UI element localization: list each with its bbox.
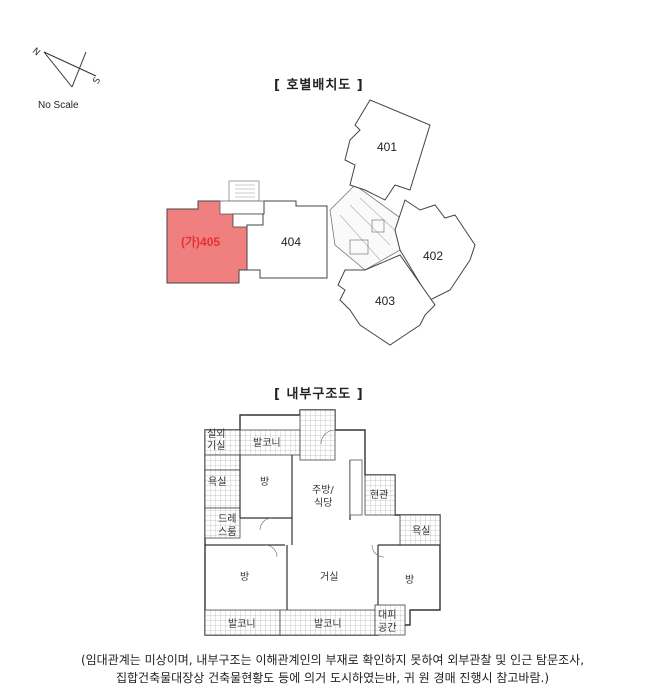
unit-403-label: 403: [375, 294, 395, 308]
room-entrance: 현관: [370, 489, 388, 501]
floor-plan-diagram: 실외 기실 발코니 욕실 방 주방/ 식당 현관 드레 스룸 욕실 방 거실 방…: [204, 409, 441, 636]
unit-405-label: (가)405: [181, 234, 220, 249]
unit-404-label: 404: [281, 235, 301, 249]
room-balcony-bottom-left: 발코니: [228, 618, 256, 630]
north-label: N: [30, 46, 42, 58]
unit-403-shape[interactable]: [337, 254, 436, 346]
room-outdoor-unit: 실외: [207, 428, 225, 440]
room-bedroom-right: 방: [405, 574, 414, 586]
site-plan-diagram: (가)405 404 401 402 403: [166, 99, 476, 346]
room-bedroom-left: 방: [240, 571, 249, 583]
floor-plan-title: [ 내부구조도 ]: [274, 387, 364, 402]
unit-401-label: 401: [377, 140, 397, 154]
unit-402-label: 402: [423, 249, 443, 263]
room-evacuation-2: 공간: [378, 622, 396, 634]
room-bedroom-top: 방: [260, 476, 269, 488]
unit-402-shape[interactable]: [394, 199, 476, 301]
room-outdoor-unit-2: 기실: [207, 440, 225, 452]
site-plan-title: [ 호별배치도 ]: [274, 78, 364, 93]
footnote-line-1: (임대관계는 미상이며, 내부구조는 이해관계인의 부재로 확인하지 못하여 외…: [80, 653, 585, 667]
footnote-line-2: 집합건축물대장상 건축물현황도 등에 의거 도시하였는바, 귀 원 경매 진행시…: [115, 671, 550, 685]
room-bathroom-left: 욕실: [208, 476, 226, 488]
room-evacuation: 대피: [378, 609, 396, 621]
room-kitchen-dining-2: 식당: [314, 497, 332, 509]
room-kitchen-dining: 주방/: [312, 484, 334, 496]
scale-note: No Scale: [38, 100, 79, 111]
north-arrow-icon: N S: [30, 46, 104, 88]
room-living: 거실: [320, 571, 338, 583]
room-bathroom-right: 욕실: [412, 525, 430, 537]
unit-404-shape[interactable]: [246, 200, 328, 279]
south-label: S: [92, 76, 104, 86]
unit-401-shape[interactable]: [344, 99, 431, 201]
room-balcony-top: 발코니: [253, 437, 281, 449]
room-balcony-bottom-mid: 발코니: [314, 618, 342, 630]
room-dressroom: 드레: [218, 513, 236, 525]
room-dressroom-2: 스룸: [218, 526, 236, 538]
